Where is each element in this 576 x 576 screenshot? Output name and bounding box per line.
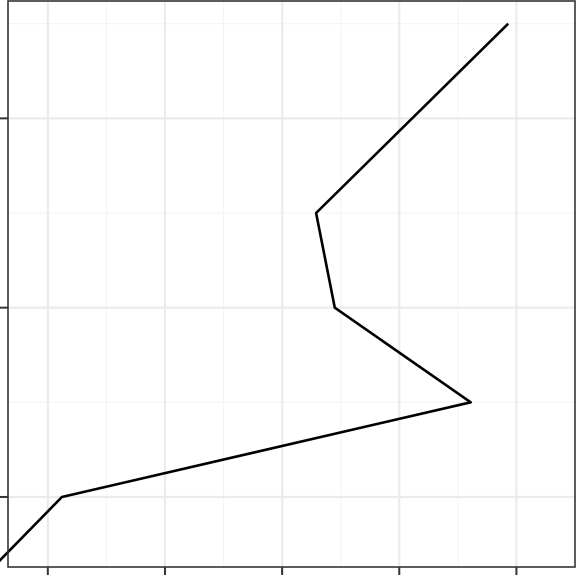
panel-background [8, 1, 575, 567]
panel-border [7, 0, 576, 568]
series-layer [0, 22, 510, 563]
series-line [0, 22, 510, 563]
axis-ticks [0, 117, 518, 575]
